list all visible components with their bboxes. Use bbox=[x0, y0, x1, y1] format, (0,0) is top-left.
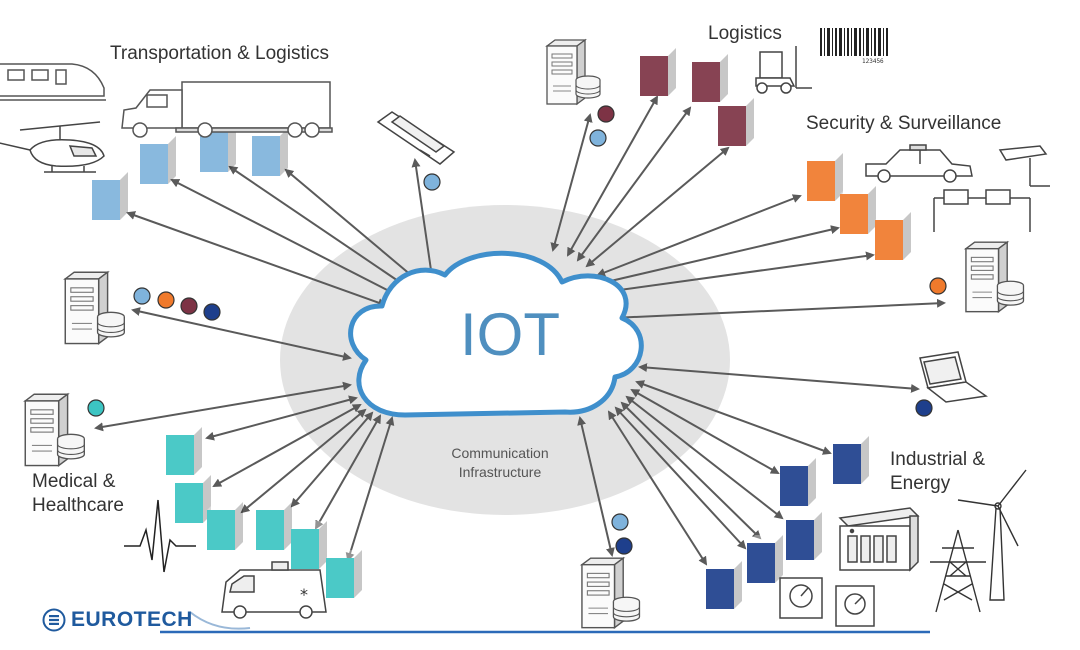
server-icon bbox=[546, 39, 601, 105]
brand-swoosh-accent bbox=[189, 611, 251, 630]
gauge-icon bbox=[779, 577, 875, 627]
laptop-icon bbox=[919, 351, 988, 403]
arrow bbox=[170, 179, 399, 296]
heartbeat-icon bbox=[124, 499, 196, 573]
ambulance-icon: * bbox=[221, 561, 327, 619]
arrow bbox=[638, 363, 920, 393]
mobile-device-icon bbox=[376, 111, 456, 165]
infrastructure-label-line2: Infrastructure bbox=[458, 464, 542, 480]
iot-cloud-icon bbox=[348, 250, 644, 418]
medical-healthcare-label-line1: Medical & bbox=[32, 471, 116, 492]
arrow bbox=[577, 416, 615, 557]
medical-healthcare-label: Medical & Healthcare bbox=[32, 470, 124, 518]
truck-icon bbox=[121, 81, 333, 138]
medical-healthcare-label-line2: Healthcare bbox=[32, 495, 124, 516]
logistics-label: Logistics bbox=[708, 23, 782, 44]
status-dots bbox=[87, 105, 947, 555]
server-icon bbox=[965, 241, 1025, 313]
logistics-devices bbox=[640, 48, 754, 146]
svg-text:*: * bbox=[300, 585, 308, 604]
helicopter-icon bbox=[0, 121, 105, 173]
arrow bbox=[228, 165, 409, 289]
arrow bbox=[131, 307, 352, 361]
iot-title: IOT bbox=[460, 301, 560, 368]
arrow bbox=[607, 410, 708, 566]
arrow bbox=[411, 158, 436, 279]
eurotech-logo-icon bbox=[42, 608, 66, 632]
train-icon bbox=[0, 63, 106, 101]
arrow bbox=[284, 168, 420, 283]
infrastructure-label-line1: Communication bbox=[451, 445, 549, 461]
transport-devices bbox=[92, 124, 288, 220]
security-surveillance-label: Security & Surveillance bbox=[806, 113, 1002, 134]
server-icon bbox=[581, 557, 641, 629]
wind-turbine-icon bbox=[957, 469, 1027, 601]
transportation-logistics-label: Transportation & Logistics bbox=[110, 43, 329, 64]
eurotech-logo-text: EUROTECH bbox=[71, 608, 193, 631]
barcode-number: 123456 bbox=[862, 58, 884, 65]
power-tower-icon bbox=[930, 529, 986, 613]
arrow bbox=[603, 251, 875, 296]
server-icon bbox=[64, 271, 126, 345]
surveillance-camera-icon bbox=[933, 145, 1050, 232]
industrial-energy-label-line2: Energy bbox=[890, 473, 951, 494]
server-icon bbox=[24, 393, 86, 467]
arrow bbox=[610, 298, 946, 323]
industrial-energy-label-line1: Industrial & bbox=[890, 449, 986, 470]
police-car-icon bbox=[865, 144, 973, 183]
forklift-icon bbox=[755, 46, 812, 94]
industrial-energy-label: Industrial & Energy bbox=[890, 448, 985, 496]
control-panel-icon bbox=[838, 507, 920, 572]
connection-arrows bbox=[94, 95, 946, 566]
eurotech-logo: EUROTECH bbox=[42, 608, 193, 632]
barcode-icon bbox=[820, 28, 888, 56]
arrow bbox=[345, 416, 395, 562]
infrastructure-label: Communication Infrastructure bbox=[420, 444, 580, 482]
